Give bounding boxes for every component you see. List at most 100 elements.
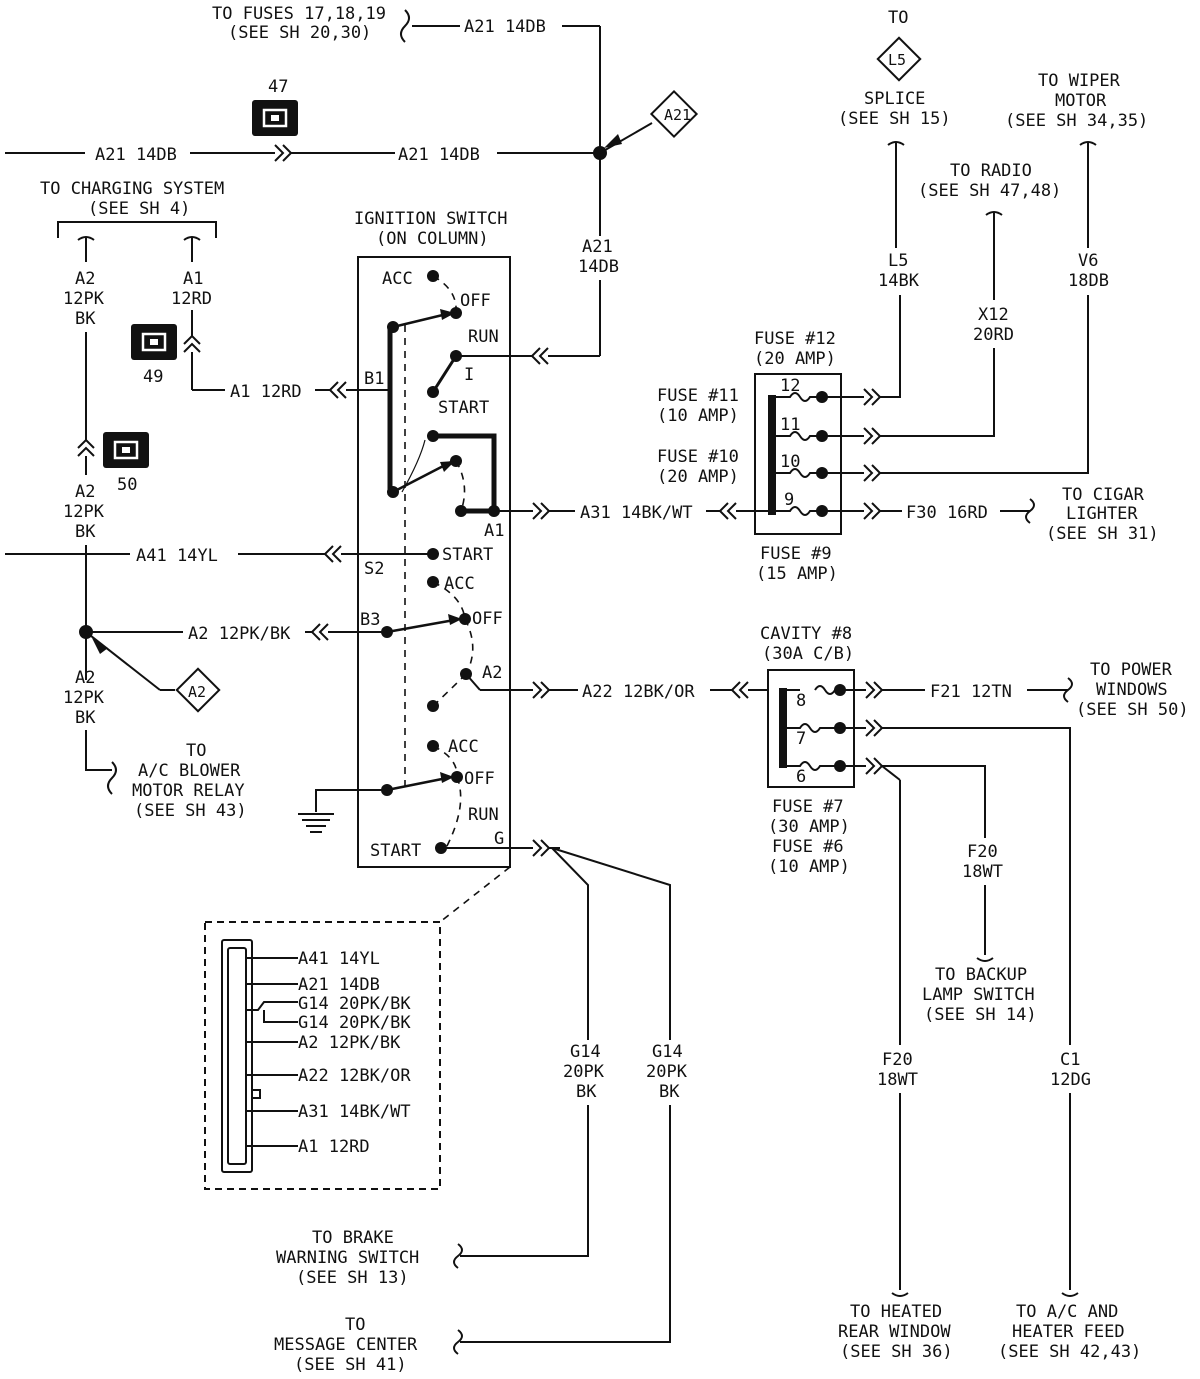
fuse-block-box	[754, 373, 842, 535]
ac-blower-4: (SEE SH 43)	[134, 801, 247, 821]
fuse-6: 6	[783, 760, 846, 787]
b1-label: B1	[364, 369, 384, 389]
fuse12-2: (20 AMP)	[754, 349, 836, 369]
l5-diamond-label: L5	[888, 51, 906, 69]
i1-label: I	[464, 365, 474, 385]
fuse-12: 12	[772, 376, 828, 403]
to-l5-label: TO	[888, 8, 908, 28]
cigar-3: (SEE SH 31)	[1046, 524, 1159, 544]
f20-mid-1: F20	[967, 842, 998, 862]
power-win-2: WINDOWS	[1096, 680, 1168, 700]
fuse-num-9: 9	[784, 490, 794, 510]
fuse6-2: (10 AMP)	[768, 857, 850, 877]
fuse-num-11: 11	[780, 415, 800, 435]
off1-label: OFF	[460, 291, 491, 311]
fuse9-1: FUSE #9	[760, 544, 832, 564]
charging-label-1: TO CHARGING SYSTEM	[40, 179, 224, 199]
v6-wire-1: V6	[1078, 251, 1098, 271]
a2-pkbk-label: A2 12PK/BK	[188, 624, 291, 644]
brake-1: TO BRAKE	[312, 1228, 394, 1248]
a2-left-mid-2: 12PK	[63, 502, 105, 522]
c1-wire-2: 12DG	[1050, 1070, 1091, 1090]
g14-a-2: 20PK	[563, 1062, 605, 1082]
x12-wire-1: X12	[978, 305, 1009, 325]
heated-3: (SEE SH 36)	[840, 1342, 953, 1362]
a21-top-label: A21 14DB	[464, 17, 546, 37]
offpage-squiggle	[400, 9, 410, 43]
fuse-8: 8	[783, 684, 846, 711]
splice-a21-diamond	[649, 89, 699, 139]
a21-feed: TO FUSES 17,18,19 (SEE SH 20,30) A21 14D…	[5, 4, 699, 365]
fuse7-1: FUSE #7	[772, 797, 844, 817]
g14-a-3: BK	[576, 1082, 597, 1102]
fuse10-2: (20 AMP)	[657, 467, 739, 487]
a2-left-top-3: BK	[75, 309, 96, 329]
to-fuses-label-2: (SEE SH 20,30)	[228, 23, 371, 43]
heated-2: REAR WINDOW	[838, 1322, 951, 1342]
heated-1: TO HEATED	[850, 1302, 942, 1322]
fuse-9: 9	[772, 490, 828, 517]
ac-blower-3: MOTOR RELAY	[132, 781, 245, 801]
acc2-label: ACC	[444, 574, 475, 594]
a1-left-1: A1	[183, 269, 203, 289]
fuse9-2: (15 AMP)	[756, 564, 838, 584]
fuse11-1: FUSE #11	[657, 386, 739, 406]
wiper-2: MOTOR	[1055, 91, 1107, 111]
pin-a41: A41 14YL	[298, 949, 380, 969]
cavity8-1: CAVITY #8	[760, 624, 852, 644]
ignition-switch-box	[357, 256, 511, 868]
a2-left-mid-3: BK	[75, 522, 96, 542]
f20-low-2: 18WT	[877, 1070, 918, 1090]
conn-50-number: 50	[117, 475, 137, 495]
connector-47-icon	[252, 100, 298, 136]
pin-a22: A22 12BK/OR	[298, 1066, 411, 1086]
a2-left-bot-1: A2	[75, 668, 95, 688]
splice-l5-2: (SEE SH 15)	[838, 109, 951, 129]
fuse-num-10: 10	[780, 452, 800, 472]
fuse-7: 7	[783, 722, 846, 749]
fuse10-1: FUSE #10	[657, 447, 739, 467]
connector-detail: A41 14YL A21 14DB G14 20PK/BK G14 20PK/B…	[204, 921, 441, 1190]
f20-low-1: F20	[882, 1050, 913, 1070]
a1-left-2: 12RD	[171, 289, 212, 309]
fuse7-2: (30 AMP)	[768, 817, 850, 837]
v6-wire-2: 18DB	[1068, 271, 1109, 291]
l5-diamond	[876, 36, 922, 82]
splice-a2-diamond	[175, 667, 221, 713]
l5-wire-2: 14BK	[878, 271, 920, 291]
off3-label: OFF	[464, 769, 495, 789]
ac-heater-1: TO A/C AND	[1016, 1302, 1118, 1322]
g14-b-2: 20PK	[646, 1062, 688, 1082]
fuse11-2: (10 AMP)	[657, 406, 739, 426]
fuse-block: TO L5 SPLICE (SEE SH 15) L5 14BK TO RADI…	[657, 8, 1159, 584]
ac-blower-2: A/C BLOWER	[138, 761, 241, 781]
ign-title-2: (ON COLUMN)	[376, 229, 489, 249]
to-radio-2: (SEE SH 47,48)	[918, 181, 1061, 201]
wiper-3: (SEE SH 34,35)	[1005, 111, 1148, 131]
ignition-switch: IGNITION SWITCH (ON COLUMN) ACC OFF RUN …	[298, 209, 768, 923]
acc3-label: ACC	[448, 737, 479, 757]
a1-12rd-label: A1 12RD	[230, 382, 302, 402]
a21-vert-label-2: 14DB	[578, 257, 619, 277]
start1-label: START	[438, 398, 489, 418]
b3-label: B3	[360, 610, 380, 630]
off2-label: OFF	[472, 609, 503, 629]
a41-label: A41 14YL	[136, 546, 218, 566]
f21-label: F21 12TN	[930, 682, 1012, 702]
a1-term-label: A1	[484, 521, 504, 541]
pin-a1: A1 12RD	[298, 1137, 370, 1157]
run1-label: RUN	[468, 327, 499, 347]
f30-label: F30 16RD	[906, 503, 988, 523]
acc1-label: ACC	[382, 269, 413, 289]
pin-a2: A2 12PK/BK	[298, 1033, 401, 1053]
start2-label: START	[442, 545, 493, 565]
splice-a21-label: A21	[664, 106, 691, 124]
cavity-num-8: 8	[796, 691, 806, 711]
ac-heater-2: HEATER FEED	[1012, 1322, 1125, 1342]
cigar-2: LIGHTER	[1066, 504, 1138, 524]
power-win-1: TO POWER	[1090, 660, 1173, 680]
msgctr-2: MESSAGE CENTER	[274, 1335, 418, 1355]
s2-label: S2	[364, 559, 384, 579]
charging-label-2: (SEE SH 4)	[88, 199, 190, 219]
fuse12-1: FUSE #12	[754, 329, 836, 349]
